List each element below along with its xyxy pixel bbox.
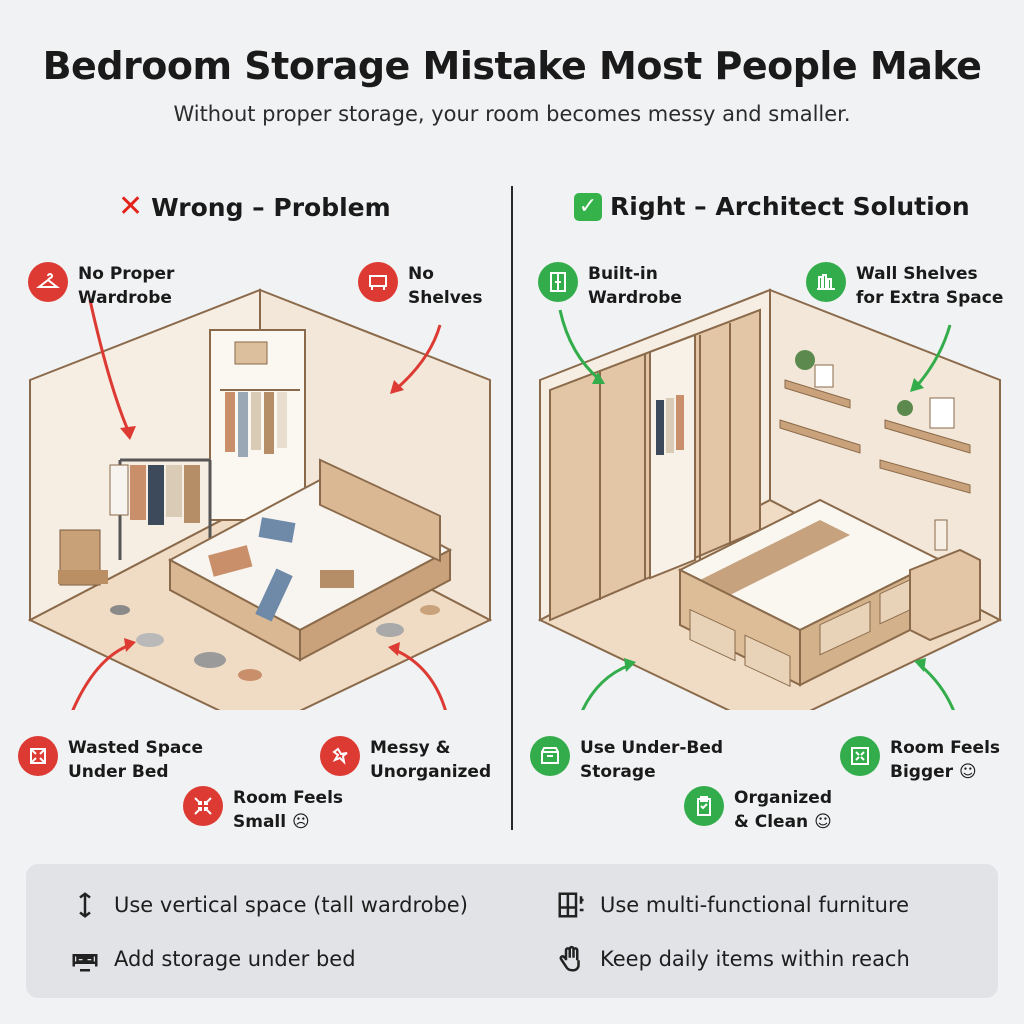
callout-builtin-wardrobe: Built-in Wardrobe bbox=[538, 262, 682, 310]
tip-underbed-label: Add storage under bed bbox=[114, 947, 356, 971]
callout-builtin-wardrobe-label: Built-in Wardrobe bbox=[588, 264, 682, 308]
tip-multifunctional: Use multi-functional furniture bbox=[556, 890, 909, 920]
shrink-icon bbox=[183, 786, 223, 826]
callout-wall-shelves-label: Wall Shelves for Extra Space bbox=[856, 264, 1004, 308]
callout-messy: Messy & Unorganized bbox=[320, 736, 491, 784]
hand-icon bbox=[559, 945, 580, 972]
tip-vertical-space-label: Use vertical space (tall wardrobe) bbox=[114, 893, 468, 917]
callout-wall-shelves: Wall Shelves for Extra Space bbox=[806, 262, 1003, 310]
callout-no-wardrobe: No Proper Wardrobe bbox=[28, 262, 174, 310]
page-title: Bedroom Storage Mistake Most People Make bbox=[42, 44, 982, 88]
callout-organized-label: Organized & Clean ☺ bbox=[734, 788, 832, 832]
bookshelf-icon bbox=[806, 262, 846, 302]
tip-vertical-space: Use vertical space (tall wardrobe) bbox=[70, 890, 468, 920]
tip-reach: Keep daily items within reach bbox=[556, 944, 910, 974]
callout-wasted-space: Wasted Space Under Bed bbox=[18, 736, 203, 784]
callout-room-small: Room Feels Small ☹ bbox=[183, 786, 343, 834]
tip-underbed: Add storage under bed bbox=[70, 944, 356, 974]
wardrobe-icon bbox=[538, 262, 578, 302]
wrong-heading-label: Wrong – Problem bbox=[151, 192, 391, 222]
clipboard-icon bbox=[684, 786, 724, 826]
callout-organized: Organized & Clean ☺ bbox=[684, 786, 832, 834]
right-heading-label: Right – Architect Solution bbox=[610, 192, 970, 221]
mess-icon bbox=[320, 736, 360, 776]
callout-room-small-label: Room Feels Small ☹ bbox=[233, 788, 344, 832]
callout-messy-label: Messy & Unorganized bbox=[370, 738, 492, 782]
tip-multifunctional-label: Use multi-functional furniture bbox=[600, 893, 910, 917]
wrong-heading: ✕ Wrong – Problem bbox=[118, 192, 391, 222]
bed-icon bbox=[72, 954, 98, 972]
tips-panel: Use vertical space (tall wardrobe) Use m… bbox=[26, 864, 998, 998]
shelf-icon bbox=[358, 262, 398, 302]
callout-room-bigger-label: Room Feels Bigger ☺ bbox=[890, 738, 1001, 782]
organized-room-illustration bbox=[537, 288, 1003, 710]
callout-wasted-space-label: Wasted Space Under Bed bbox=[68, 738, 203, 782]
callout-no-wardrobe-label: No Proper Wardrobe bbox=[78, 264, 175, 308]
vertical-arrows-icon bbox=[79, 892, 91, 918]
cabinet-icon bbox=[558, 892, 584, 918]
callout-no-shelves-label: No Shelves bbox=[408, 264, 483, 308]
right-heading: ✓ Right – Architect Solution bbox=[574, 192, 970, 221]
tip-reach-label: Keep daily items within reach bbox=[600, 947, 910, 971]
storage-box-icon bbox=[530, 736, 570, 776]
hanger-icon bbox=[28, 262, 68, 302]
x-mark-icon: ✕ bbox=[118, 189, 144, 224]
panel-divider bbox=[511, 186, 513, 830]
check-mark-icon: ✓ bbox=[574, 192, 602, 221]
callout-underbed-storage: Use Under-Bed Storage bbox=[530, 736, 723, 784]
expand-icon bbox=[840, 736, 880, 776]
expand-box-icon bbox=[18, 736, 58, 776]
callout-no-shelves: No Shelves bbox=[358, 262, 482, 310]
callout-room-bigger: Room Feels Bigger ☺ bbox=[840, 736, 1000, 784]
page-subtitle: Without proper storage, your room become… bbox=[173, 102, 851, 126]
callout-underbed-storage-label: Use Under-Bed Storage bbox=[580, 738, 724, 782]
messy-room-illustration bbox=[27, 288, 493, 710]
